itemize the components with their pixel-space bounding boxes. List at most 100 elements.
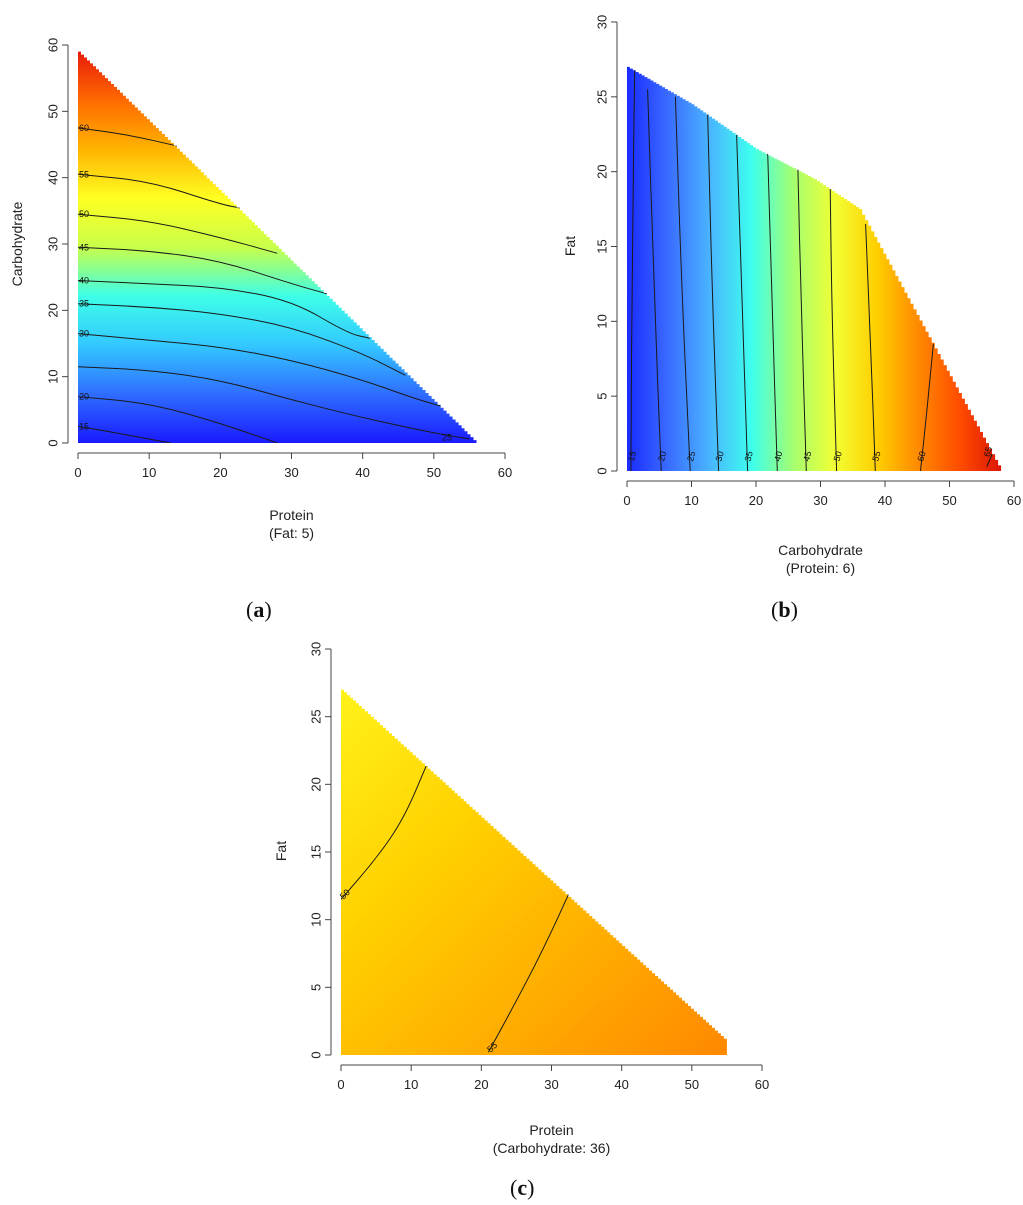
panel-a-contour-label-35: 35 (79, 299, 89, 309)
panel-a-y-tick-label: 60 (45, 38, 60, 52)
panel-a-x-tick-label: 30 (284, 465, 298, 480)
panel-b-contour-label-40: 40 (772, 450, 784, 462)
panel-a-contour-35 (78, 303, 406, 376)
panel-c-y-tick-label: 0 (308, 1051, 323, 1058)
panel-b-y-tick-label: 15 (594, 239, 609, 253)
panel-b-contour-35 (736, 134, 749, 472)
panel-a-contour-label-15: 15 (79, 421, 89, 431)
panel-c-x-axis-label: Protein (529, 1122, 573, 1138)
panel-c-y-tick-label: 30 (308, 642, 323, 656)
panel-a-caption: (a) (246, 597, 272, 622)
panel-b-contour-label-35: 35 (743, 450, 755, 462)
panel-a-contour-label-55: 55 (79, 169, 89, 179)
panel-a-contour-40 (78, 280, 370, 339)
panel-a-x-tick-label: 10 (142, 465, 156, 480)
panel-c-y-tick-label: 10 (308, 912, 323, 926)
panel-b-caption-letter: b (778, 597, 790, 622)
panel-a-contour-15 (78, 425, 171, 443)
panel-a-y-tick-label: 0 (45, 439, 60, 446)
panel-a-x-axis-sublabel: (Fat: 5) (269, 525, 314, 541)
panel-a-caption-letter: a (253, 597, 264, 622)
panel-c-x-tick-label: 30 (544, 1077, 558, 1092)
panel-c-x-tick-label: 50 (685, 1077, 699, 1092)
panel-c-y-tick-label: 5 (308, 984, 323, 991)
panel-c-contour-label-50: 50 (338, 887, 352, 901)
panel-b-x-axis-sublabel: (Protein: 6) (786, 560, 855, 576)
panel-a-y-axis-label: Carbohydrate (9, 201, 25, 286)
panel-a-contour-30 (78, 333, 445, 408)
panel-a-y-tick-label: 10 (45, 369, 60, 383)
panel-c-caption: (c) (510, 1175, 534, 1200)
panel-c-x-axis-sublabel: (Carbohydrate: 36) (493, 1140, 611, 1156)
panel-b-x-tick-label: 40 (878, 493, 892, 508)
panel-c-x-tick-label: 60 (755, 1077, 769, 1092)
panel-a-contour-45 (78, 246, 328, 295)
panel-a-x-axis-label: Protein (269, 507, 313, 523)
panel-c-x-tick-label: 40 (614, 1077, 628, 1092)
panel-b-contour-label-50: 50 (832, 450, 844, 462)
panel-b-y-tick-label: 30 (594, 15, 609, 29)
panel-a-contour-60 (78, 127, 185, 149)
panel-b-x-tick-label: 30 (813, 493, 827, 508)
panel-a-contour-label-30: 30 (79, 329, 89, 339)
panel-b-contour-50 (829, 186, 838, 472)
panel-b-y-tick-label: 25 (594, 90, 609, 104)
panel-a-x-tick-label: 20 (213, 465, 227, 480)
panel-b-x-tick-label: 60 (1007, 493, 1021, 508)
panel-c-y-tick-label: 15 (308, 845, 323, 859)
panel-b-x-axis-label: Carbohydrate (778, 542, 863, 558)
panel-a-contour-label-20: 20 (79, 392, 89, 402)
panel-a-y-tick-label: 40 (45, 170, 60, 184)
panel-c-y-tick-label: 25 (308, 709, 323, 723)
panel-b-x-tick-label: 20 (749, 493, 763, 508)
panel-a-contour-50 (78, 213, 278, 254)
panel-b-contour-20 (647, 89, 662, 472)
panel-a-x-tick-label: 0 (74, 465, 81, 480)
panel-c-y-tick-label: 20 (308, 777, 323, 791)
panel-a-contour-20 (78, 396, 278, 443)
panel-a-contour-label-60: 60 (79, 123, 89, 133)
panel-b-contour-45 (797, 168, 807, 472)
panel-b-x-tick-label: 10 (684, 493, 698, 508)
panel-b-contour-30 (707, 111, 720, 472)
panel-c-x-tick-label: 0 (337, 1077, 344, 1092)
panel-c-x-tick-label: 20 (474, 1077, 488, 1092)
panel-b-contour-label-65: 65 (982, 446, 994, 458)
panel-c-contour-50 (341, 759, 430, 900)
panel-b-y-tick-label: 5 (594, 393, 609, 400)
panel-c-caption-letter: c (517, 1175, 527, 1200)
panel-a-x-tick-label: 60 (498, 465, 512, 480)
panel-c-surface (341, 689, 727, 1055)
panel-b-y-tick-label: 20 (594, 164, 609, 178)
panel-a-contour-55 (78, 173, 242, 209)
panel-c-x-tick-label: 10 (404, 1077, 418, 1092)
panel-b-contour-15 (630, 66, 636, 472)
panel-b-y-axis-label: Fat (562, 236, 578, 256)
panel-b-contour-label-15: 15 (626, 450, 638, 462)
panel-a-x-tick-label: 50 (427, 465, 441, 480)
panel-b-contour-55 (865, 223, 876, 472)
panel-c-y-axis-label: Fat (273, 841, 289, 861)
panel-a-contour-label-25: 25 (442, 433, 452, 443)
panel-b-y-tick-label: 10 (594, 314, 609, 328)
panel-b-contour-label-55: 55 (870, 450, 882, 462)
panel-b-caption: (b) (771, 597, 798, 622)
panel-b-contour-label-30: 30 (714, 450, 726, 462)
panel-b-x-tick-label: 50 (942, 493, 956, 508)
panel-a-y-tick-label: 50 (45, 104, 60, 118)
panel-b-surface (627, 66, 1002, 472)
panel-b-contour-label-25: 25 (685, 450, 697, 462)
panel-a-surface (78, 51, 477, 443)
panel-b-contour-label-45: 45 (801, 450, 813, 462)
panel-a-y-tick-label: 20 (45, 303, 60, 317)
panel-b-y-tick-label: 0 (594, 467, 609, 474)
panel-a-contour-label-50: 50 (79, 209, 89, 219)
panel-c-contour-55 (487, 885, 573, 1053)
panel-a-contour-label-45: 45 (79, 242, 89, 252)
panel-b-contour-40 (767, 149, 778, 472)
panel-b-contour-25 (674, 96, 691, 472)
panel-a-x-tick-label: 40 (355, 465, 369, 480)
